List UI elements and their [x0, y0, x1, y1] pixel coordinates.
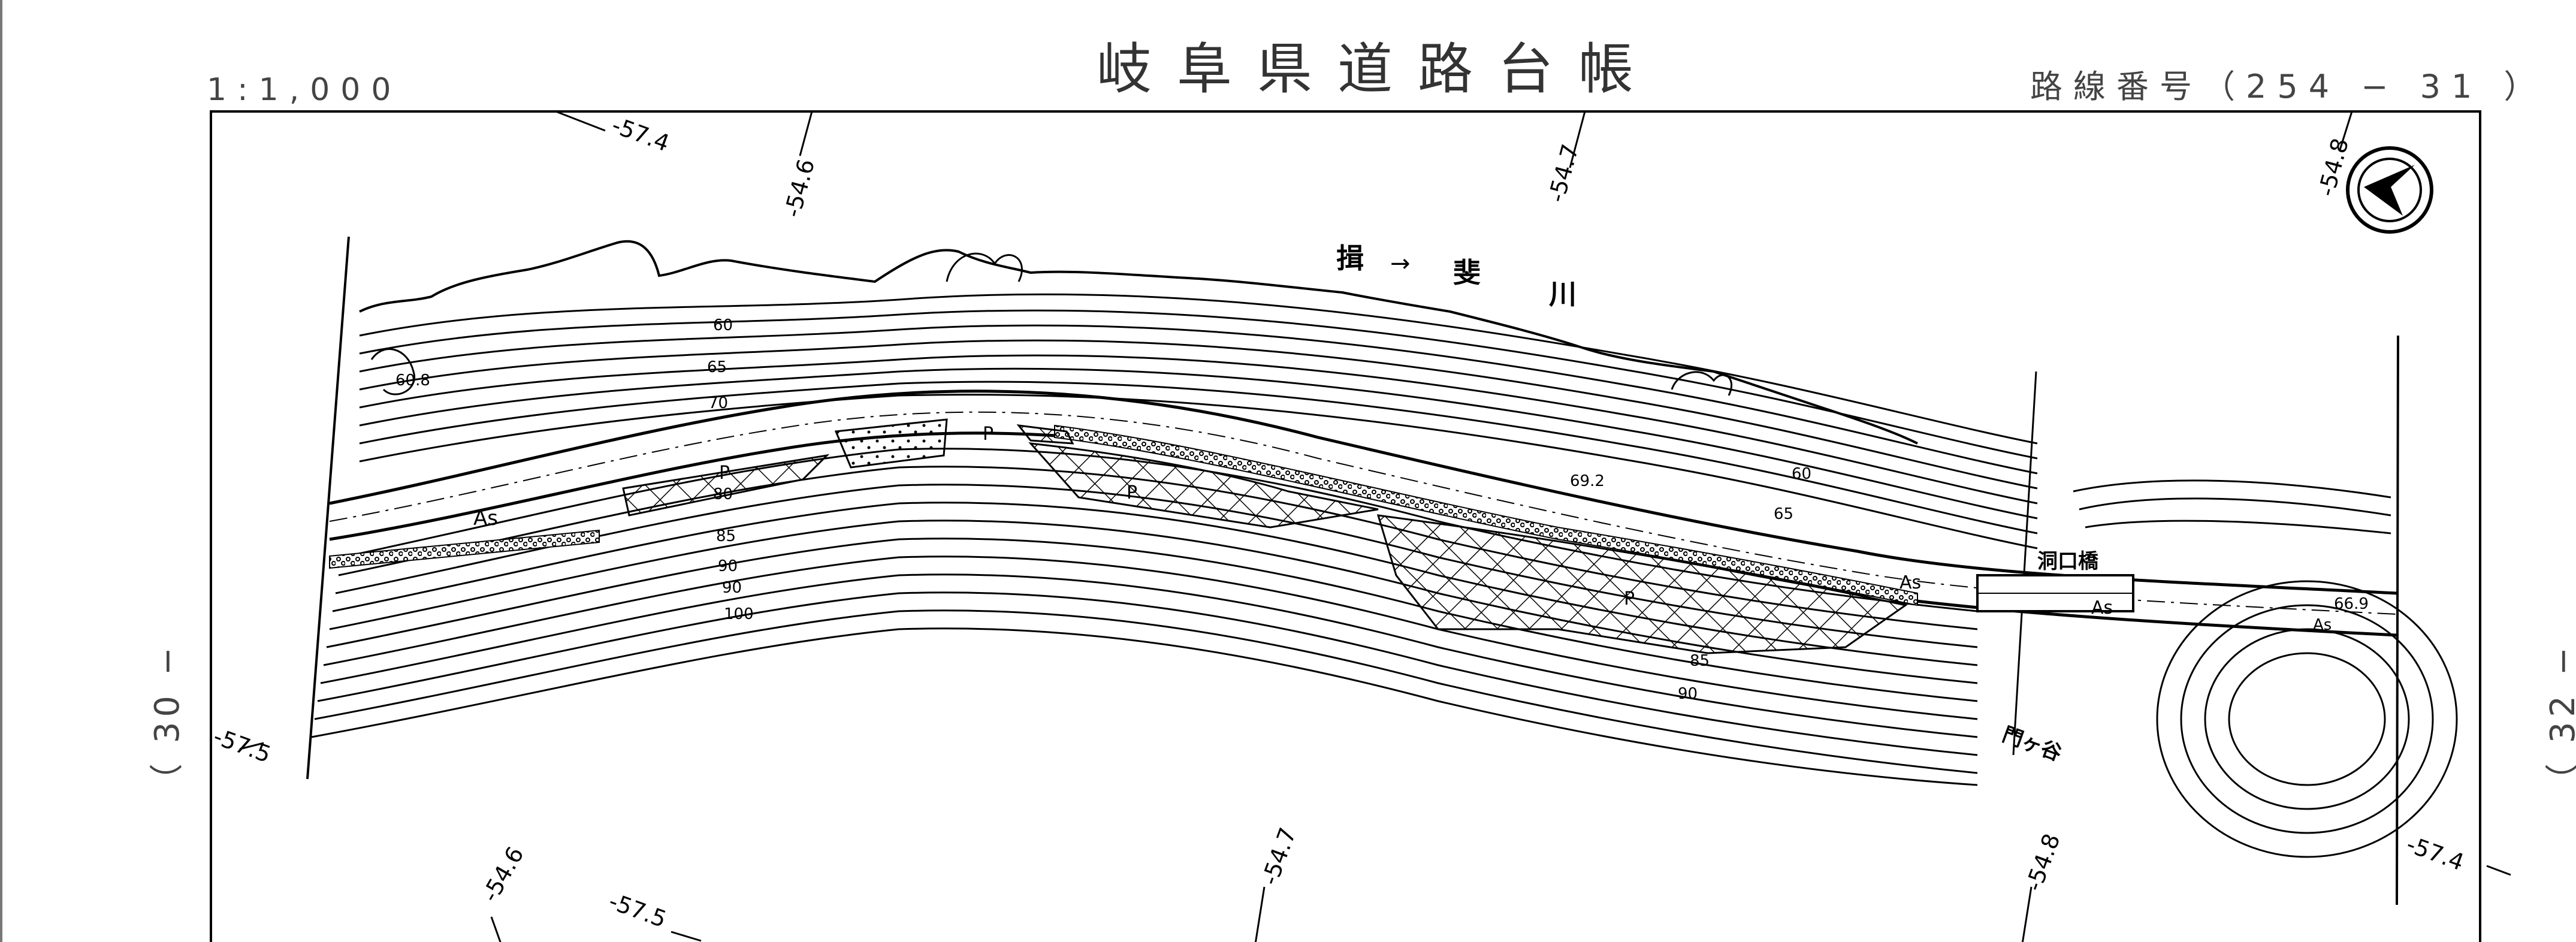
contour-label: 90 — [722, 579, 742, 597]
river-suffix: 川 — [1549, 278, 1577, 310]
map-scale: 1:1,000 — [207, 72, 402, 108]
gravel-shoulder-right — [1054, 424, 1918, 606]
paving-area-small — [1016, 424, 1074, 445]
paving-label: P — [719, 463, 730, 484]
contour-label: 85 — [716, 527, 736, 545]
tree-clumps — [370, 252, 1733, 396]
contour-label: 85 — [1690, 652, 1710, 670]
road-surface-label: As — [2313, 616, 2332, 634]
map-frame — [210, 110, 2481, 942]
route-number: 路線番号（254 − 31 ） — [2030, 68, 2547, 105]
paving-area-mid — [1028, 442, 1379, 529]
vegetation-edge — [359, 240, 1918, 445]
north-arrow-icon — [2346, 146, 2433, 234]
paving-label: P — [1127, 482, 1138, 503]
contour-label: 70 — [708, 394, 729, 412]
sheet-boundary-right — [2396, 335, 2399, 905]
contour-label: 90 — [718, 557, 738, 575]
contours-east — [2073, 479, 2458, 858]
sand-area — [834, 418, 948, 469]
contour-label: 65 — [707, 358, 727, 376]
paving-label: P — [983, 424, 994, 445]
river-name: 斐 — [1453, 256, 1481, 289]
river-arrow: → — [1390, 250, 1411, 277]
sheet-boundary-left — [306, 236, 350, 780]
paving-area-right — [1376, 514, 1908, 654]
page-title: 岐阜県道路台帳 — [1097, 37, 1659, 101]
contour-label: 80 — [713, 485, 733, 503]
bridge-sheet-line — [2012, 371, 2037, 756]
contour-label: 90 — [1678, 685, 1698, 703]
road-surface-label: As — [473, 506, 498, 530]
contour-label: 100 — [724, 605, 754, 623]
river-prefix: 揖 — [1336, 242, 1364, 274]
paving-area-left — [622, 454, 830, 517]
gravel-shoulder-left — [329, 529, 600, 569]
spot-height: 69.2 — [1570, 472, 1605, 490]
page-edge-rule — [0, 0, 2, 942]
contour-label: 60 — [1792, 465, 1812, 483]
bridge-label: 洞口橋 — [2037, 550, 2098, 573]
grid-ticks — [239, 110, 2511, 942]
spot-height: 60.8 — [395, 372, 430, 390]
road-surface-label: As — [2091, 597, 2113, 618]
road-edge-north — [329, 390, 2397, 595]
contour-label: 65 — [1774, 505, 1794, 523]
road-surface-label: As — [1899, 572, 1922, 593]
paving-label: P — [1624, 588, 1635, 609]
spot-height: 66.9 — [2334, 595, 2369, 613]
contours-north — [359, 293, 2038, 550]
contour-label: 60 — [713, 316, 733, 334]
